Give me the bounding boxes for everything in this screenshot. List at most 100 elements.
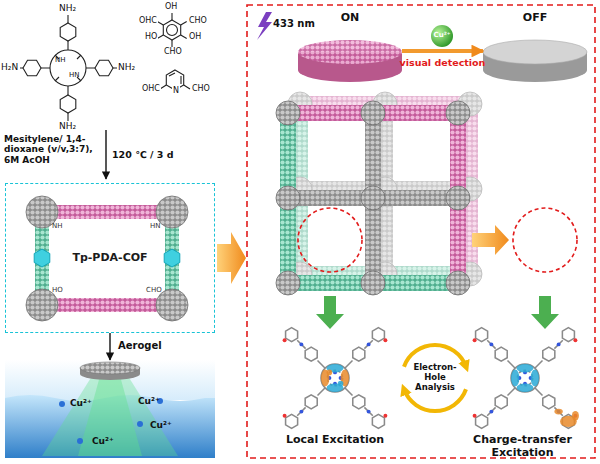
cof-framework — [42, 205, 172, 219]
aerogel-water-panel: Cu²⁺ Cu²⁺ Cu²⁺ Cu²⁺ — [5, 360, 215, 458]
cof-framework — [156, 196, 188, 228]
tp-structure — [157, 13, 186, 47]
text-label: CHO — [188, 16, 208, 25]
porphyrin-structure — [20, 15, 117, 121]
connector-arrow — [402, 49, 483, 53]
text-label: Charge-transfer Excitation — [450, 434, 595, 459]
edge-label: visual detection — [383, 58, 503, 69]
porphyrin-structure — [55, 55, 81, 81]
off-state: OFF — [483, 12, 587, 90]
text-label: Mesitylene/ 1,4-dioxane (v/v,3:7), 6M Ac… — [4, 134, 98, 165]
pda-structure — [169, 73, 181, 84]
text-label: Cu²⁺ — [430, 31, 454, 39]
porphyrin-structure — [41, 41, 95, 95]
water-scene — [77, 438, 83, 444]
node-label: Cu²⁺ — [92, 436, 114, 446]
text-label: OH — [188, 32, 202, 41]
cof-3d — [276, 101, 470, 295]
local-excitation-molecule — [283, 328, 388, 429]
text-label: 433 nm — [273, 18, 315, 30]
text-label: NH₂ — [58, 121, 77, 131]
text-label: H₂N — [0, 62, 19, 72]
transition-arrow — [217, 232, 246, 284]
text-label: HO — [144, 32, 158, 41]
cof-framework — [26, 196, 188, 321]
charge-transfer-molecule — [554, 409, 562, 415]
water-scene — [137, 421, 143, 427]
tp-structure — [163, 20, 180, 40]
porphyrin-structure — [23, 60, 41, 76]
off-disk — [483, 40, 587, 82]
text-label: HN — [69, 71, 80, 79]
porphyrin-structure — [95, 60, 113, 76]
connector-arrow — [109, 333, 110, 360]
text-label: NH — [55, 56, 66, 64]
cof-framework — [42, 298, 172, 312]
empty-circle — [513, 208, 577, 272]
charge-transfer-molecule — [517, 384, 534, 392]
charge-transfer-molecule — [531, 370, 539, 387]
text-label: N — [172, 86, 180, 95]
text-label: HN — [150, 222, 161, 230]
node-label: Cu²⁺ — [70, 398, 92, 408]
cof-3d — [276, 92, 482, 295]
node-label: Tp-PDA-COF — [72, 252, 147, 265]
local-excitation-molecule — [338, 381, 344, 387]
text-label: NH₂ — [58, 3, 77, 13]
text-label: OHC — [138, 16, 158, 25]
text-label: NH — [52, 222, 63, 230]
water-scene — [78, 376, 142, 456]
charge-transfer-molecule — [511, 364, 579, 427]
cof-framework — [164, 249, 180, 267]
cycle-arrows — [404, 345, 466, 411]
cof-framework — [34, 249, 50, 267]
water-scene — [59, 401, 65, 407]
on-disk — [298, 40, 402, 64]
tp-structure — [167, 25, 178, 36]
text-label: Local Excitation — [275, 434, 395, 447]
local-excitation-molecule — [321, 364, 349, 392]
down-arrow — [531, 296, 559, 329]
off-disk — [483, 40, 587, 64]
charge-transfer-molecule — [511, 370, 519, 387]
charge-transfer-molecule — [473, 328, 579, 429]
transition-arrow — [472, 225, 509, 255]
porphyrin-structure — [20, 15, 117, 121]
node-label: Cu²⁺ — [138, 396, 160, 406]
text-label: NH₂ — [117, 62, 136, 72]
text-label: Electron-Hole Analysis — [403, 363, 467, 392]
charge-transfer-molecule — [473, 328, 578, 429]
detection-panel — [247, 5, 595, 458]
porphyrin-structure — [60, 95, 76, 113]
water-scene — [5, 360, 215, 458]
charge-transfer-molecule — [517, 364, 534, 372]
local-excitation-molecule — [327, 370, 333, 376]
water-scene — [80, 362, 140, 374]
down-arrow — [316, 296, 344, 329]
text-label: CHO — [191, 84, 211, 93]
edge-label: Aerogel — [118, 340, 162, 352]
cof-framework — [26, 196, 188, 321]
cycle-arrows — [404, 389, 466, 411]
light-bolt — [257, 12, 272, 40]
cof-box: Tp-PDA-COF — [5, 183, 215, 333]
text-label: CHO — [146, 286, 162, 294]
text-label: CHO — [163, 47, 183, 56]
highlight-circle — [298, 208, 362, 272]
on-disk — [298, 40, 402, 82]
local-excitation-molecule — [283, 328, 388, 429]
charge-transfer-molecule — [572, 411, 579, 421]
water-scene — [42, 376, 178, 456]
text-label: 120 ℃ / 3 d — [112, 150, 173, 161]
text-label: OHC — [141, 84, 161, 93]
porphyrin-structure — [60, 23, 76, 41]
copper-ion-ball — [431, 25, 453, 47]
text-label: HO — [52, 286, 63, 294]
node-label: OFF — [483, 12, 587, 25]
porphyrin-structure — [50, 50, 86, 86]
node-label: Cu²⁺ — [150, 420, 172, 430]
tp-structure — [157, 13, 186, 47]
